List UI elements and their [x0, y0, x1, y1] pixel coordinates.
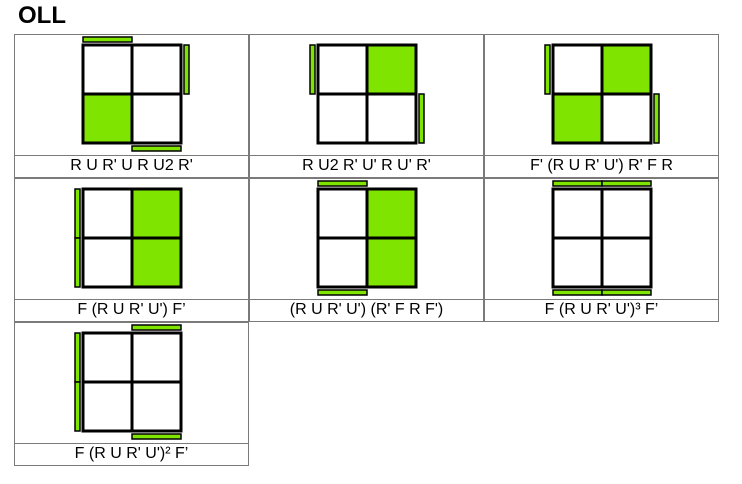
side-sticker-bottom [552, 289, 603, 296]
algorithm-label: F (R U R' U') F’ [15, 299, 248, 321]
side-sticker-top [131, 324, 182, 331]
top-sticker [316, 43, 369, 96]
top-sticker [130, 380, 183, 433]
top-sticker [81, 92, 134, 145]
algorithm-label: R U2 R' U' R U' R' [250, 155, 483, 177]
algorithm-label: (R U R' U') (R' F R F') [250, 299, 483, 321]
side-sticker-bottom [601, 289, 652, 296]
side-sticker-top [317, 180, 368, 187]
side-sticker-right [183, 44, 190, 95]
oll-case-4: F (R U R' U') F’ [14, 178, 249, 322]
top-sticker [365, 187, 418, 240]
side-sticker-bottom [317, 289, 368, 296]
top-sticker [81, 380, 134, 433]
side-sticker-right [418, 93, 425, 144]
top-sticker [365, 92, 418, 145]
algorithm-label: F (R U R' U')³ F’ [485, 299, 718, 321]
top-sticker [365, 43, 418, 96]
top-sticker [551, 92, 604, 145]
top-sticker [130, 331, 183, 384]
side-sticker-left [74, 381, 81, 432]
top-sticker [81, 331, 134, 384]
top-sticker [130, 236, 183, 289]
top-sticker [130, 92, 183, 145]
top-sticker [81, 43, 134, 96]
top-sticker [316, 92, 369, 145]
side-sticker-top [552, 180, 603, 187]
page-title: OLL [18, 2, 66, 29]
side-sticker-top [82, 36, 133, 43]
top-sticker [600, 187, 653, 240]
oll-case-5: (R U R' U') (R' F R F') [249, 178, 484, 322]
algorithm-label: F (R U R' U')² F’ [15, 443, 248, 465]
oll-case-1: R U R' U R U2 R' [14, 34, 249, 178]
top-sticker [551, 236, 604, 289]
side-sticker-bottom [131, 145, 182, 152]
cube-diagram [81, 36, 190, 152]
top-sticker [600, 92, 653, 145]
oll-case-3: F' (R U R' U') R' F R [484, 34, 719, 178]
top-sticker [130, 187, 183, 240]
top-sticker [551, 43, 604, 96]
side-sticker-left [544, 44, 551, 95]
top-sticker [81, 236, 134, 289]
side-sticker-left [309, 44, 316, 95]
cube-diagram [309, 43, 425, 145]
oll-case-6: F (R U R' U')³ F’ [484, 178, 719, 322]
cube-diagram [74, 324, 183, 440]
oll-case-7: F (R U R' U')² F’ [14, 322, 249, 466]
side-sticker-top [601, 180, 652, 187]
algorithm-label: R U R' U R U2 R' [15, 155, 248, 177]
top-sticker [316, 236, 369, 289]
top-sticker [316, 187, 369, 240]
oll-case-2: R U2 R' U' R U' R' [249, 34, 484, 178]
top-sticker [365, 236, 418, 289]
cube-diagram [551, 180, 653, 296]
side-sticker-right [653, 93, 660, 144]
top-sticker [551, 187, 604, 240]
side-sticker-left [74, 237, 81, 288]
cube-diagram [544, 43, 660, 145]
cube-diagram [74, 187, 183, 289]
cube-diagram [316, 180, 418, 296]
top-sticker [81, 187, 134, 240]
side-sticker-left [74, 332, 81, 383]
algorithm-label: F' (R U R' U') R' F R [485, 155, 718, 177]
side-sticker-left [74, 188, 81, 239]
top-sticker [600, 236, 653, 289]
top-sticker [130, 43, 183, 96]
top-sticker [600, 43, 653, 96]
side-sticker-bottom [131, 433, 182, 440]
